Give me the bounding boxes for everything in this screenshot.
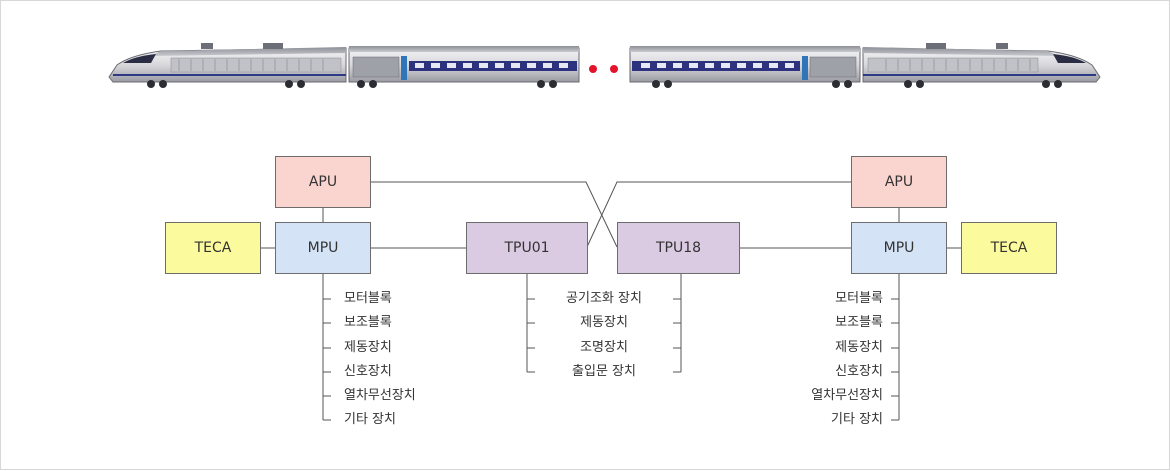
mpu-left-item: 제동장치 bbox=[344, 340, 392, 355]
mpu-label: MPU bbox=[883, 240, 915, 256]
train-illustration bbox=[108, 43, 1101, 88]
tpu01-label: TPU01 bbox=[504, 240, 550, 256]
tpu01-box: TPU01 bbox=[466, 222, 588, 274]
mpu-left-item: 보조블록 bbox=[344, 315, 392, 330]
teca-box-right: TECA bbox=[961, 222, 1057, 274]
tpu-item: 공기조화 장치 bbox=[566, 291, 642, 306]
mpu-right-item: 제동장치 bbox=[835, 340, 883, 355]
train-left bbox=[108, 43, 580, 88]
teca-label: TECA bbox=[194, 240, 232, 256]
mpu-left-item: 기타 장치 bbox=[344, 412, 396, 427]
tpu18-label: TPU18 bbox=[655, 240, 702, 256]
gap-dot bbox=[589, 65, 597, 73]
tpu-item: 제동장치 bbox=[580, 315, 628, 330]
gap-dot bbox=[610, 65, 618, 73]
mpu-right-item: 보조블록 bbox=[835, 315, 883, 330]
tpu-item: 출입문 장치 bbox=[572, 364, 636, 379]
train-right bbox=[629, 43, 1101, 88]
apu-label: APU bbox=[884, 174, 914, 190]
mpu-right-item: 기타 장치 bbox=[831, 412, 883, 427]
mpu-label: MPU bbox=[307, 240, 339, 256]
apu-box-left: APU bbox=[275, 156, 371, 208]
apu-label: APU bbox=[308, 174, 338, 190]
mpu-right-item: 신호장치 bbox=[835, 364, 883, 379]
mpu-box-right: MPU bbox=[851, 222, 947, 274]
teca-label: TECA bbox=[990, 240, 1028, 256]
mpu-left-item: 모터블록 bbox=[344, 291, 392, 306]
mpu-left-item: 신호장치 bbox=[344, 364, 392, 379]
apu-box-right: APU bbox=[851, 156, 947, 208]
teca-box-left: TECA bbox=[165, 222, 261, 274]
tpu-item: 조명장치 bbox=[580, 340, 628, 355]
mpu-box-left: MPU bbox=[275, 222, 371, 274]
mpu-right-item: 열차무선장치 bbox=[811, 388, 883, 403]
mpu-right-item: 모터블록 bbox=[835, 291, 883, 306]
tpu18-box: TPU18 bbox=[617, 222, 740, 274]
mpu-left-item: 열차무선장치 bbox=[344, 388, 416, 403]
